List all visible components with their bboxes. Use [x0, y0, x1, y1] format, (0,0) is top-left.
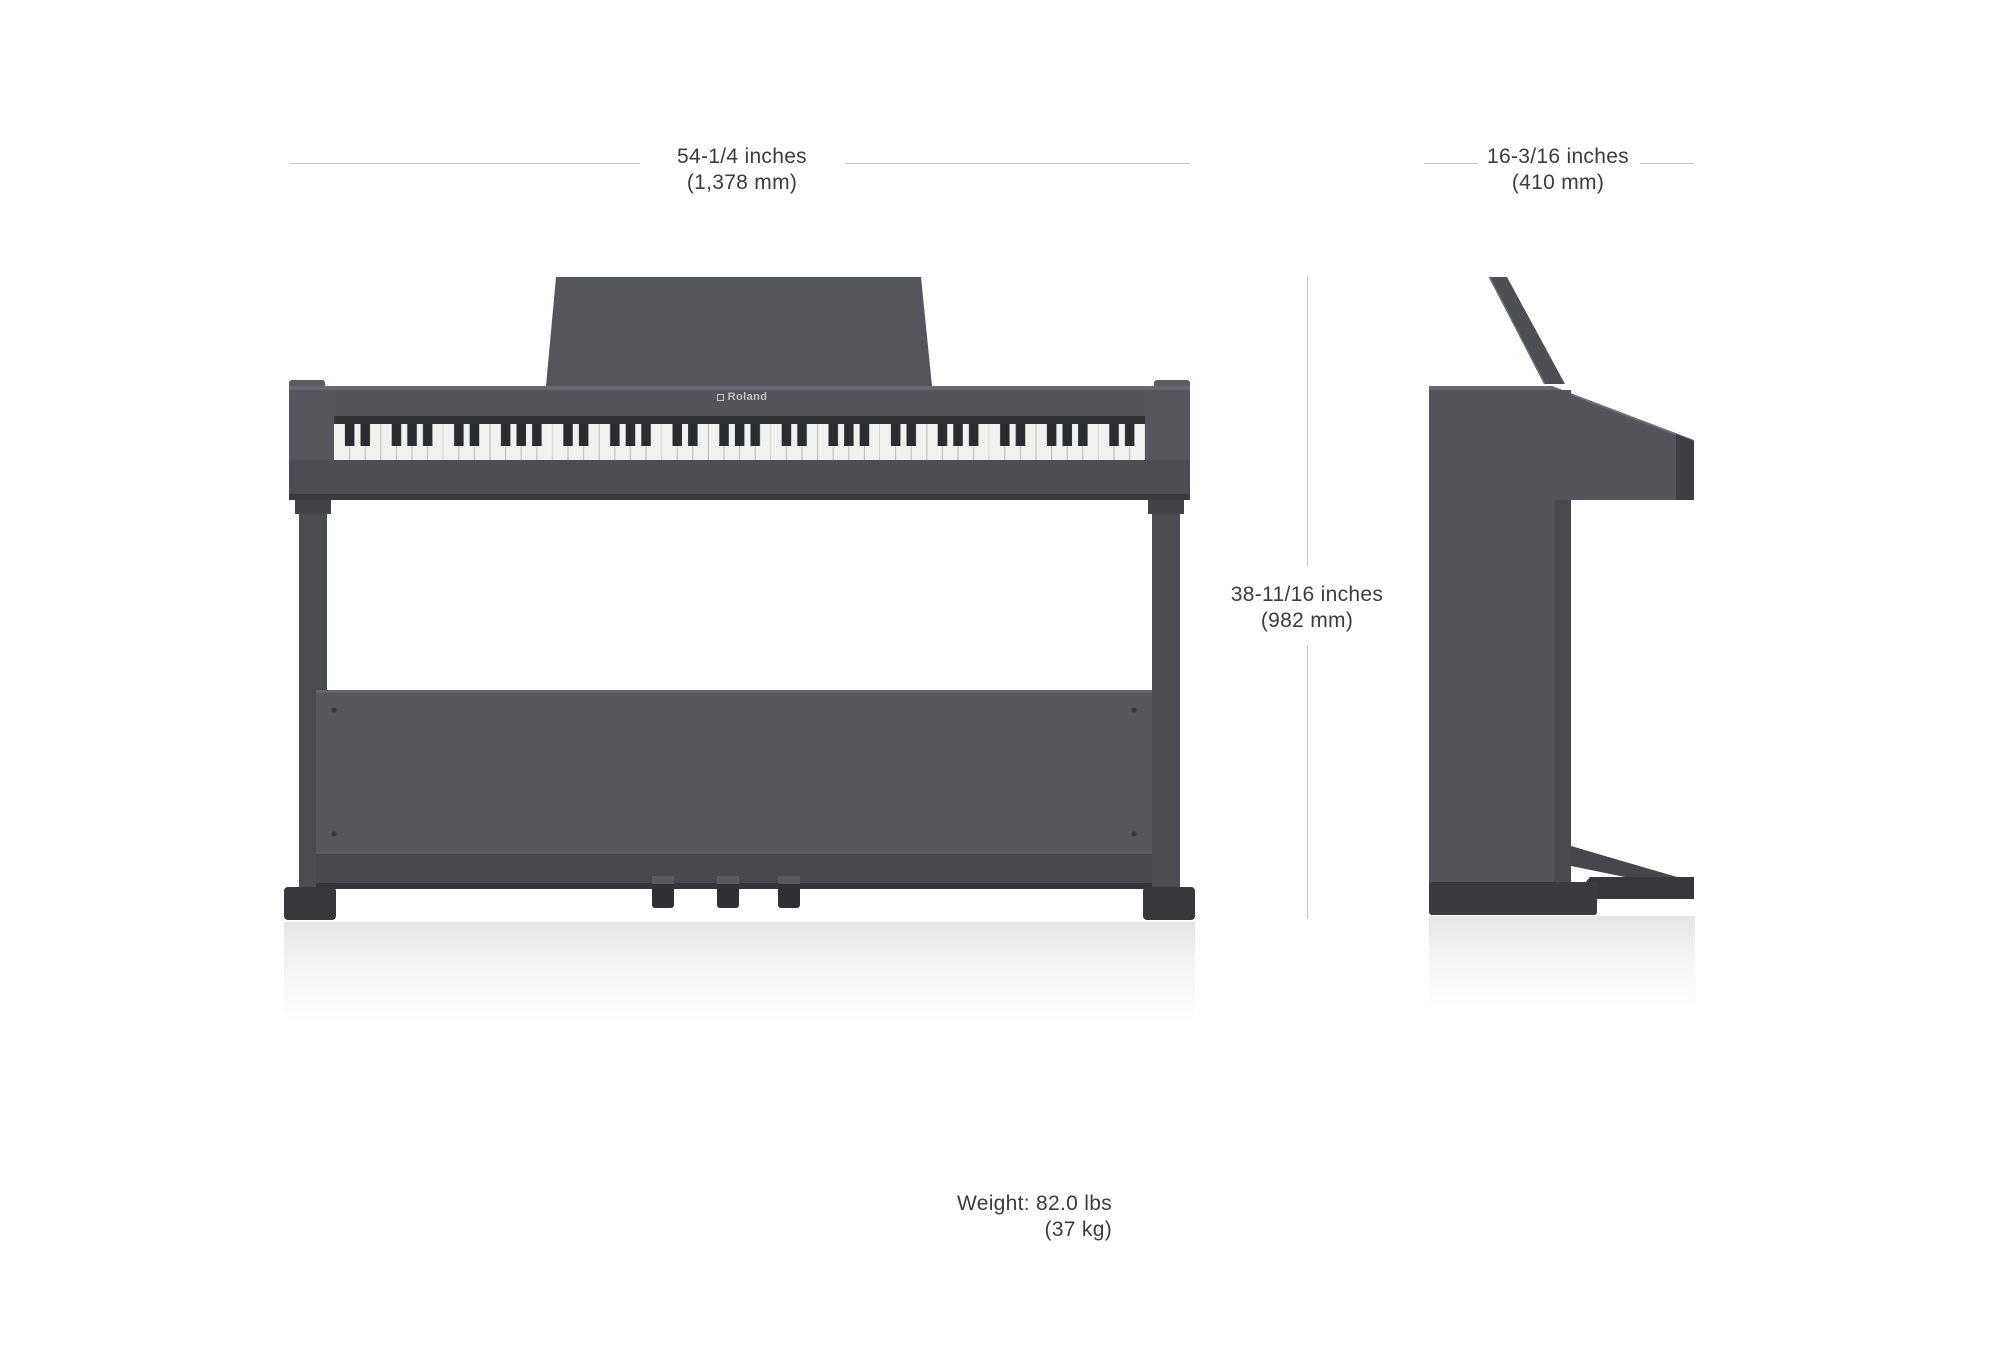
front-reflection [284, 922, 1195, 1022]
roland-logo: Roland [703, 390, 781, 405]
width-dimension-line-right [845, 163, 1190, 164]
height-dimension-line-bottom [1307, 645, 1308, 919]
side-column-shade [1554, 500, 1571, 887]
side-base [1429, 882, 1597, 915]
height-dimension-line-top [1307, 276, 1308, 566]
roland-logo-text: Roland [727, 391, 768, 403]
side-pedal-foot [1572, 877, 1694, 899]
piano-side-view [1429, 277, 1695, 1008]
pedal-damper-highlight [778, 876, 800, 884]
body-top-highlight [289, 386, 1190, 390]
side-keybed-front-face [1676, 434, 1694, 500]
side-music-rest [1489, 277, 1565, 384]
rear-panel-highlight [316, 690, 1152, 693]
height-value-metric: (982 mm) [1260, 609, 1354, 632]
front-rail [289, 460, 1190, 500]
height-value-imperial: 38-11/16 inches [1230, 583, 1384, 606]
pedal-rail-highlight [316, 851, 1152, 854]
side-music-rest-highlight [1489, 277, 1546, 385]
leg-bracket-right [1148, 500, 1184, 514]
depth-dimension-line-left [1424, 163, 1478, 164]
width-dimension-line-left [289, 163, 640, 164]
fallboard-shadow [330, 416, 1149, 425]
side-keybed-slant-highlight [1551, 386, 1695, 442]
width-value-metric: (1,378 mm) [686, 171, 798, 194]
depth-value-imperial: 16-3/16 inches [1487, 145, 1629, 168]
rear-panel [316, 690, 1152, 852]
leg-right [1152, 500, 1180, 890]
piano-front-view [284, 277, 1195, 1022]
pedals [652, 876, 800, 908]
height-dimension-label: 38-11/16 inches (982 mm) [1177, 582, 1437, 634]
pedal-soft-highlight [652, 876, 674, 884]
leg-bracket-left [295, 500, 331, 514]
panel-screws [331, 707, 1137, 837]
depth-value-metric: (410 mm) [1511, 171, 1605, 194]
pedal-sostenuto-highlight [717, 876, 739, 884]
side-column [1429, 390, 1571, 887]
depth-dimension-line-right [1640, 163, 1694, 164]
weight-value-imperial: Weight: 82.0 lbs [957, 1192, 1112, 1215]
roland-logo-icon [716, 394, 724, 401]
side-keybed-top-highlight [1429, 386, 1556, 390]
depth-dimension-label: 16-3/16 inches (410 mm) [1458, 144, 1658, 196]
weight-value-metric: (37 kg) [1044, 1218, 1112, 1241]
foot-left [284, 887, 336, 920]
keyboard-keys [334, 424, 1145, 460]
width-dimension-label: 54-1/4 inches (1,378 mm) [589, 144, 895, 196]
music-rest [546, 277, 932, 386]
weight-label: Weight: 82.0 lbs (37 kg) [860, 1191, 1112, 1243]
width-value-imperial: 54-1/4 inches [677, 145, 807, 168]
side-reflection [1429, 916, 1695, 1008]
front-rail-edge [289, 494, 1190, 500]
foot-right [1143, 887, 1195, 920]
